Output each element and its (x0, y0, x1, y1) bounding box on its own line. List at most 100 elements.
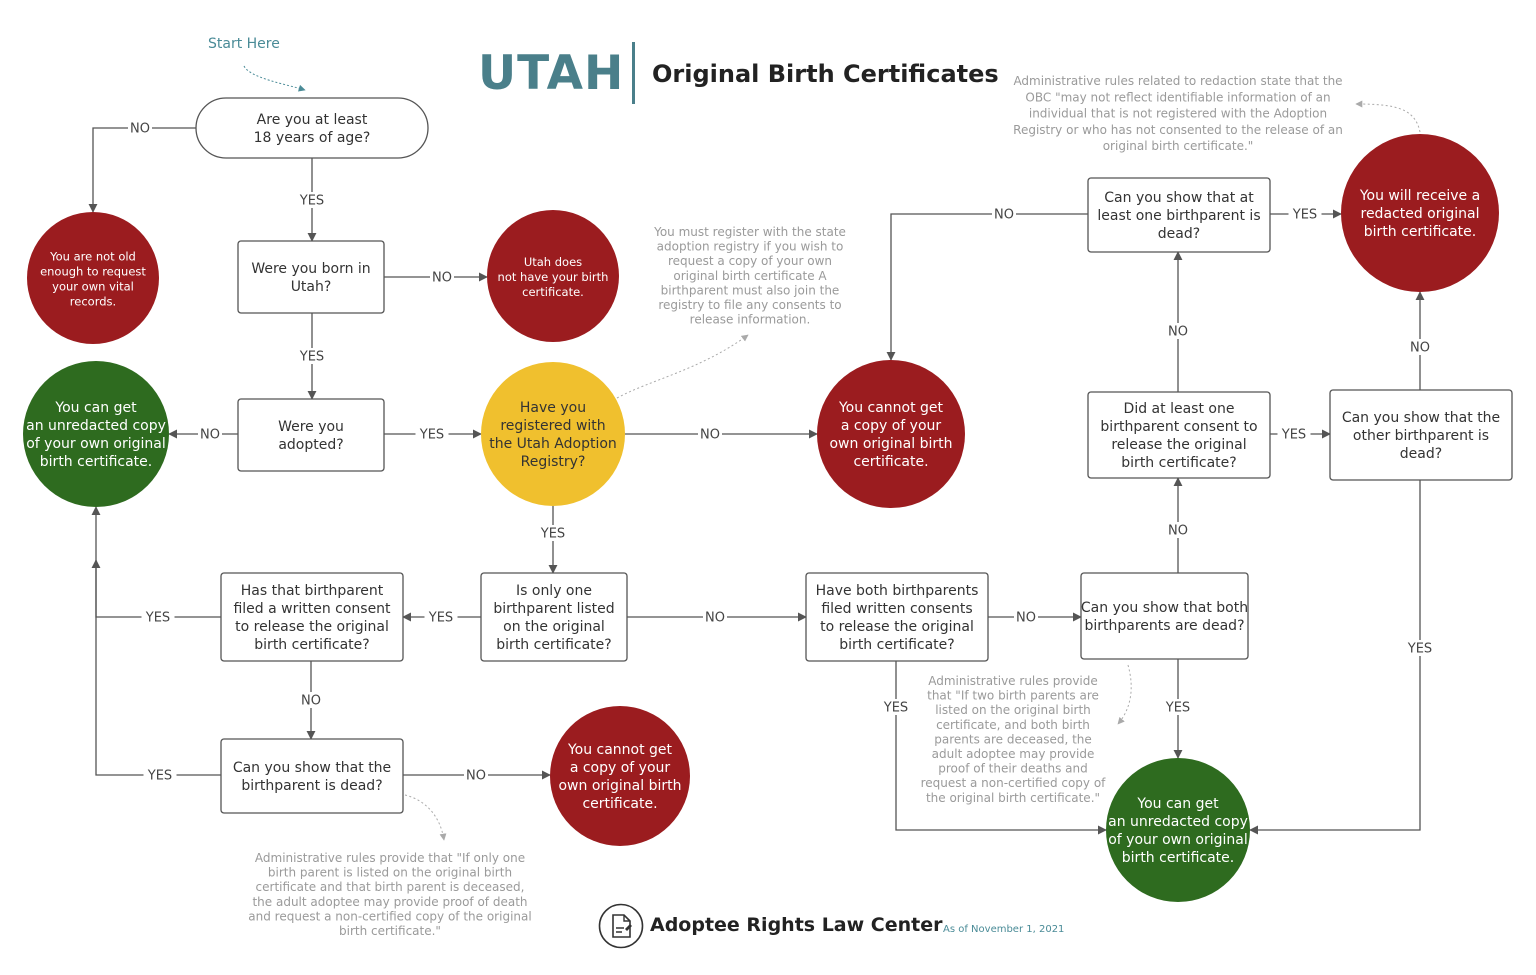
edge-label: NO (1168, 524, 1188, 539)
edge-parent_dead-unredacted1 (91, 559, 221, 776)
annotation-line: certificate and that birth parent is dec… (256, 880, 525, 894)
node-text-line: Can you show that at (1104, 190, 1254, 206)
node-shape (1087, 177, 1271, 253)
node-text-line: on the original (503, 619, 605, 635)
annotation-line: request a copy of your own (668, 254, 832, 268)
node-text-line: birth certificate? (496, 637, 611, 653)
annotation-line: registry to file any consents to (658, 298, 841, 312)
edge-label: YES (299, 350, 324, 365)
node-text-line: Can you show that the (233, 760, 391, 776)
node-text-line: filed written consents (821, 601, 972, 617)
node-text-line: Utah? (291, 279, 332, 295)
annotation-line: certificate, and both birth (936, 718, 1090, 732)
node-text-line: to release the original (820, 619, 974, 635)
node-text-line: Can you show that the (1342, 410, 1500, 426)
edge-label-bg (1408, 339, 1432, 355)
node-text-line: own original birth (558, 778, 681, 794)
edge-label: YES (883, 701, 908, 716)
edge-label: YES (540, 527, 565, 542)
node-shape (1106, 758, 1250, 902)
node-shape (480, 572, 628, 662)
node-text-line: your own vital (52, 280, 134, 294)
edge-label-bg (141, 609, 175, 625)
annotation-note-one-parent: Administrative rules provide that "If on… (248, 851, 531, 938)
annotation-line: individual that is not registered with t… (1029, 107, 1327, 121)
annotation-note-redaction: Administrative rules related to redactio… (1013, 74, 1343, 153)
node-both-dead: Can you show that both birthparents are d… (1080, 572, 1249, 660)
node-text-line: dead? (1158, 226, 1200, 242)
edge-label: NO (130, 122, 150, 137)
annotation-line: the original birth certificate." (926, 791, 1100, 805)
annotation-line: Administrative rules provide (928, 674, 1098, 688)
edge-label: YES (419, 428, 444, 443)
law-center-logo-icon (598, 903, 644, 949)
node-text-line: the Utah Adoption (489, 436, 617, 452)
node-text-line: Were you born in (251, 261, 370, 277)
node-only-one: Is only one birthparent listed on the orig… (480, 572, 628, 662)
edge-label: YES (1165, 701, 1190, 716)
notes: You must register with the stateadoption… (248, 74, 1343, 938)
annotation-line: Administrative rules provide that "If on… (255, 851, 525, 865)
page-title: Original Birth Certificates (652, 60, 999, 88)
node-shape (237, 398, 385, 472)
annotation-line: listed on the original birth (935, 703, 1091, 717)
edge-label-bg (1277, 426, 1311, 442)
node-text-line: a copy of your (841, 418, 942, 434)
edge-label-bg (879, 699, 913, 715)
edge-one_dead-cannot1 (886, 213, 1088, 361)
node-text-line: a copy of your (570, 760, 671, 776)
node-text-line: redacted original (1361, 206, 1480, 222)
node-shape (550, 706, 690, 846)
edge-label-bg (430, 269, 454, 285)
edge-label-bg (128, 120, 152, 136)
annotation-line: You must register with the state (653, 225, 846, 239)
node-text-line: Are you at least (257, 112, 368, 128)
edge-written_consent-unredacted1 (91, 506, 221, 618)
annotation-line: and request a non-certified copy of the … (248, 909, 531, 923)
node-shape (1329, 389, 1513, 481)
edge-label: NO (1016, 611, 1036, 626)
node-text-line: Can you show that both (1081, 600, 1248, 616)
edge-label-bg (415, 426, 449, 442)
node-text-line: You are not old (49, 250, 136, 264)
annotation-line: parents are deceased, the (934, 732, 1092, 746)
node-text-line: Registry? (521, 454, 586, 470)
node-text-line: Utah does (524, 255, 582, 269)
node-text-line: You cannot get (838, 400, 944, 416)
edge-label-bg (143, 767, 177, 783)
edge-label-bg (536, 525, 570, 541)
edge-label-bg (295, 348, 329, 364)
node-text-line: birthparent listed (493, 601, 614, 617)
note-redaction-connector (1355, 100, 1421, 133)
edge-label-bg (1403, 640, 1437, 656)
node-text-line: an unredacted copy (1108, 814, 1248, 830)
note-registry-connector (616, 334, 749, 399)
node-shape (817, 360, 965, 508)
edge-label: YES (1292, 208, 1317, 223)
edge-label: YES (147, 769, 172, 784)
edge-label-bg (698, 426, 722, 442)
node-text-line: Is only one (516, 583, 592, 599)
edge-label: NO (432, 271, 452, 286)
node-shape (220, 572, 404, 662)
edge-label-bg (464, 767, 488, 783)
edge-other_dead-unredacted2 (1249, 480, 1421, 835)
annotation-line: OBC "may not reflect identifiable inform… (1025, 90, 1330, 104)
node-text-line: birth certificate? (254, 637, 369, 653)
node-shape (195, 97, 429, 159)
edge-label: NO (1168, 325, 1188, 340)
node-text-line: birth certificate. (1122, 850, 1234, 866)
edge-label-bg (295, 192, 329, 208)
edge-age-not_old (88, 127, 196, 213)
edge-label: NO (200, 428, 220, 443)
node-text-line: registered with (500, 418, 605, 434)
node-text-line: birthparents are dead? (1084, 618, 1244, 634)
